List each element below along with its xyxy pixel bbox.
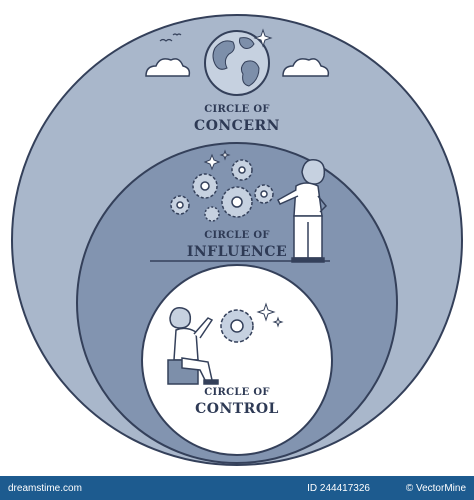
sparkle-icon — [203, 153, 221, 171]
gear-icon — [220, 309, 254, 343]
concern-label-line2: CONCERN — [194, 118, 280, 134]
standing-person-figure — [277, 159, 328, 263]
globe-icon — [204, 30, 270, 96]
cloud-icon — [145, 58, 191, 77]
seated-person-figure — [167, 306, 219, 385]
sparkle-icon — [253, 28, 273, 48]
footer-bar — [0, 476, 474, 500]
concern-label-line1: CIRCLE OF — [204, 104, 270, 115]
footer-author: © VectorMine — [406, 483, 467, 494]
bird-icon — [159, 38, 173, 42]
sparkle-icon — [256, 302, 276, 322]
footer-site[interactable]: dreamstime.com — [8, 483, 82, 494]
influence-label-line1: CIRCLE OF — [204, 230, 270, 241]
control-label-line1: CIRCLE OF — [204, 387, 270, 398]
footer-id: ID 244417326 — [307, 483, 370, 494]
gears-icon — [170, 159, 274, 222]
bird-icon — [172, 33, 182, 36]
control-label-line2: CONTROL — [195, 401, 279, 417]
influence-label-line2: INFLUENCE — [187, 244, 287, 260]
sparkle-icon — [272, 316, 284, 328]
sparkle-icon — [219, 149, 231, 161]
cloud-icon — [282, 58, 330, 77]
